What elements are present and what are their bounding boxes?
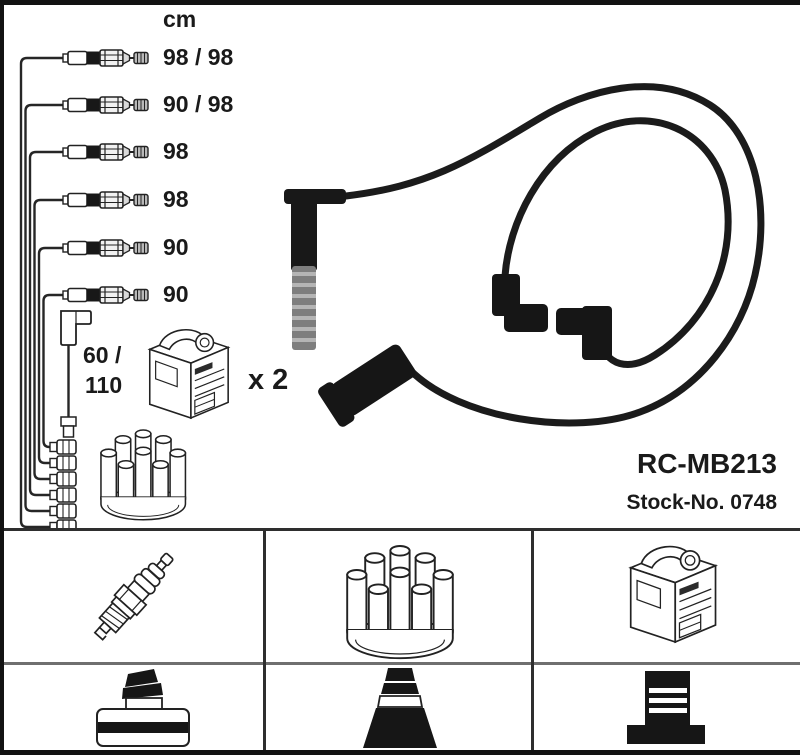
spark-plug-boot-icon: [363, 668, 437, 748]
ignition-coil-icon: [629, 545, 717, 643]
photo-angled-boot-left: [318, 344, 416, 427]
wire-harness-lines: [19, 56, 70, 529]
measurement-diagram-svg: [19, 49, 765, 530]
spark-plug-icon: [93, 552, 174, 641]
legend-grid-vertical-divider-1: [263, 528, 266, 752]
legend-grid: [93, 545, 717, 748]
cable-set-photo: [284, 83, 765, 427]
unit-header: cm: [163, 6, 197, 32]
photo-cable-outer-loop: [342, 83, 765, 427]
coil-quantity-label: x 2: [248, 364, 289, 396]
ignition-coil-illustration: [148, 328, 229, 419]
legend-grid-vertical-divider-2: [531, 528, 534, 752]
photo-elbow-boot-1: [492, 274, 548, 332]
distributor-cap-illustration: [100, 429, 187, 521]
figure-border-top: [0, 0, 800, 5]
distributor-side-connector-icons: [49, 439, 77, 530]
cable-length-label-3: 98: [163, 138, 189, 164]
cable-length-label-1: 98 / 98: [163, 44, 234, 70]
coil-wire-length-line1: 60 /: [83, 342, 122, 368]
cable-length-label-4: 98: [163, 186, 189, 212]
coil-wire-length-line2: 110: [85, 372, 123, 398]
cable-length-label-5: 90: [163, 234, 189, 260]
figure-border-left: [0, 0, 4, 755]
legend-grid-top-border: [0, 528, 800, 531]
photo-elbow-boot-2: [556, 306, 612, 360]
legend-grid-row-divider: [0, 662, 800, 665]
photo-cable-inner-loop: [501, 117, 732, 368]
coil-wire-icon: [60, 310, 92, 438]
photo-plug-connector: [284, 189, 346, 350]
cable-length-label-2: 90 / 98: [163, 91, 234, 117]
stock-number: Stock-No. 0748: [626, 491, 777, 514]
model-code: RC-MB213: [636, 448, 777, 479]
distributor-cap-icon: [346, 545, 454, 660]
cable-plug-connector-icons: [62, 49, 149, 304]
figure-border-bottom: [0, 750, 800, 755]
cable-length-label-6: 90: [163, 281, 189, 307]
coil-terminal-connector-icon: [627, 671, 705, 744]
terminal-connector-icon: [96, 669, 190, 747]
